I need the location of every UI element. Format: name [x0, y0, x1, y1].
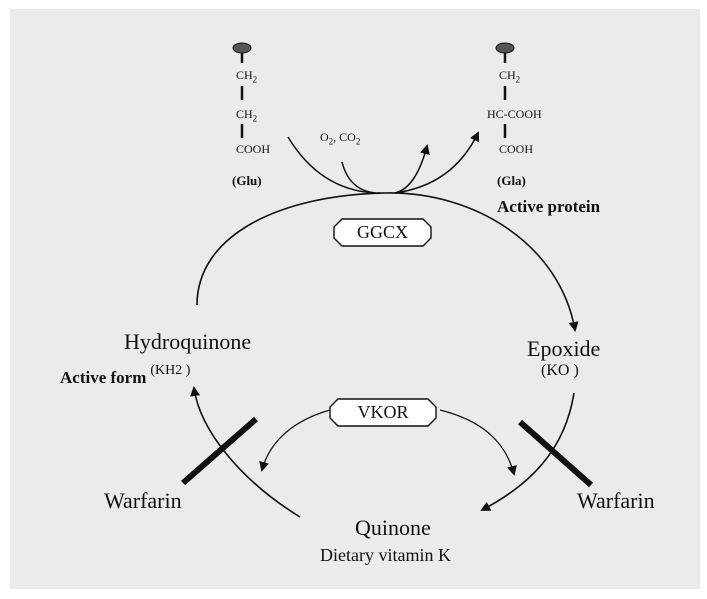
- cycle-arc-left: [190, 386, 301, 518]
- vkor-box: [329, 398, 437, 427]
- glu-cooh: COOH: [236, 142, 271, 156]
- glu-protein-bead: [232, 42, 252, 54]
- cycle-arc-right: [480, 392, 575, 511]
- gla-protein-bead: [495, 42, 515, 54]
- kh2-label: (KH2 ): [150, 363, 191, 378]
- glu-input-arrow: [287, 136, 376, 194]
- gases-label: O2, CO2: [320, 130, 361, 147]
- ko-label: (KO ): [541, 362, 579, 379]
- glu-ch2-1: CH2: [236, 68, 258, 85]
- hydroquinone-label: Hydroquinone: [124, 329, 252, 354]
- warfarin-right-label: Warfarin: [577, 488, 655, 513]
- vkor-arrow-right: [439, 409, 517, 476]
- diagram-panel: [10, 9, 700, 589]
- cycle-arc-top: [196, 192, 579, 332]
- gla-hc-cooh: HC-COOH: [487, 107, 542, 121]
- glu-side-chain: [232, 42, 252, 138]
- ggcx-box: [333, 218, 432, 247]
- active-protein-label: Active protein: [497, 197, 601, 216]
- vkor-arrow-left: [259, 409, 331, 472]
- gla-label: (Gla): [497, 173, 526, 188]
- warfarin-left-label: Warfarin: [104, 488, 182, 513]
- dietary-vitamin-k-label: Dietary vitamin K: [320, 545, 451, 565]
- warfarin-block-left: [181, 416, 258, 486]
- gla-side-chain: [495, 42, 515, 138]
- quinone-label: Quinone: [355, 515, 431, 540]
- epoxide-label: Epoxide: [527, 336, 601, 361]
- ggcx-label: GGCX: [356, 222, 408, 242]
- glu-label: (Glu): [232, 173, 262, 188]
- vkor-label: VKOR: [357, 402, 409, 422]
- gla-cooh: COOH: [499, 142, 534, 156]
- hydroquinone-form: Active form (KH2 ): [60, 363, 190, 388]
- active-form-label: Active form: [60, 368, 147, 387]
- warfarin-block-right: [518, 419, 593, 488]
- gla-output-arrow: [394, 131, 480, 194]
- glu-ch2-2: CH2: [236, 107, 258, 124]
- gla-ch2: CH2: [499, 68, 521, 85]
